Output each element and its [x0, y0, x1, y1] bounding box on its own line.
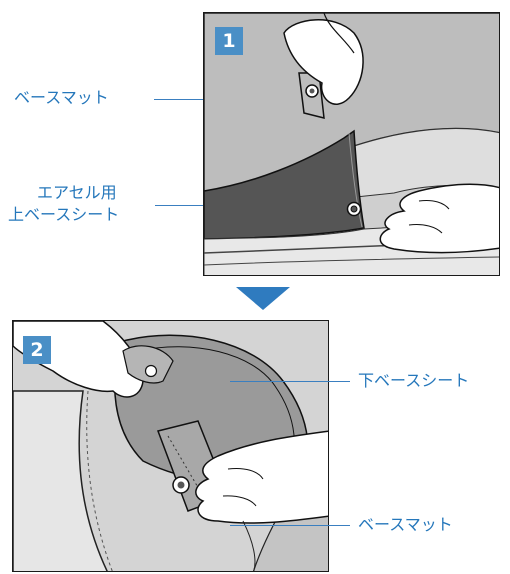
step-number-badge: 1 [215, 27, 243, 55]
label-base-mat-step1: ベースマット [14, 88, 109, 107]
label-aircell-upper-sheet-line2: 上ベースシート [8, 205, 120, 224]
step-number-badge: 2 [23, 336, 51, 364]
step1-drawing [204, 13, 499, 275]
leader-line-base-mat-step2 [230, 525, 350, 526]
step2-illustration: 2 [12, 320, 329, 572]
down-arrow-icon [236, 287, 290, 310]
label-base-mat-step2: ベースマット [358, 515, 453, 534]
leader-line-aircell-sheet [155, 205, 233, 206]
label-lower-base-sheet: 下ベースシート [358, 371, 470, 390]
step2-drawing [13, 321, 328, 571]
leader-line-lower-base-sheet [230, 381, 350, 382]
leader-line-base-mat-step1 [154, 99, 233, 100]
label-aircell-upper-sheet-line1: エアセル用 [37, 183, 117, 202]
step1-illustration: 1 [203, 12, 500, 276]
